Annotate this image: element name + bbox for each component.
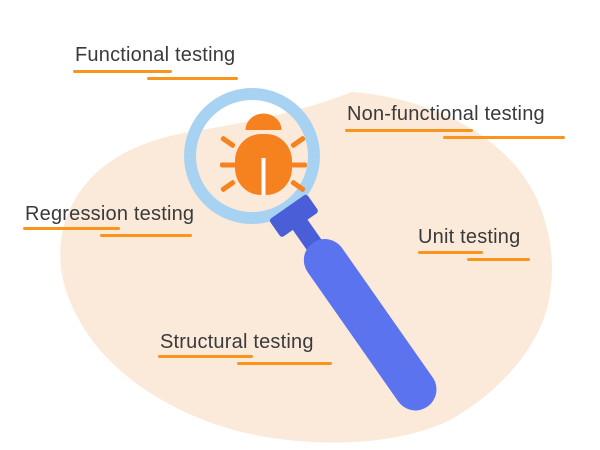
label-underline-1 — [73, 70, 172, 73]
label-functional-testing: Functional testing — [73, 44, 238, 80]
handle-collar — [269, 194, 318, 237]
label-underline-2 — [100, 234, 192, 237]
magnifier-lens-ring-icon — [184, 88, 320, 224]
label-text: Unit testing — [418, 226, 521, 248]
label-unit-testing: Unit testing — [418, 226, 530, 261]
label-underline-2 — [443, 136, 565, 139]
label-text: Structural testing — [160, 331, 314, 353]
bug-wing-split — [261, 158, 266, 195]
label-text: Non-functional testing — [347, 103, 545, 125]
bug-head — [245, 113, 282, 130]
label-underline-1 — [345, 129, 473, 132]
label-underline-1 — [23, 227, 120, 230]
label-underline-2 — [237, 362, 332, 365]
label-underline-1 — [158, 355, 253, 358]
label-underline-2 — [147, 77, 238, 80]
magnifier-handle — [269, 194, 437, 411]
bug-icon — [220, 113, 307, 195]
label-text: Regression testing — [25, 203, 195, 225]
label-non-functional-testing: Non-functional testing — [345, 103, 565, 139]
label-underline-2 — [467, 258, 530, 261]
label-regression-testing: Regression testing — [23, 203, 195, 237]
label-structural-testing: Structural testing — [158, 331, 332, 365]
label-underline-1 — [418, 251, 483, 254]
label-text: Functional testing — [75, 44, 236, 66]
handle-grip — [303, 239, 437, 411]
